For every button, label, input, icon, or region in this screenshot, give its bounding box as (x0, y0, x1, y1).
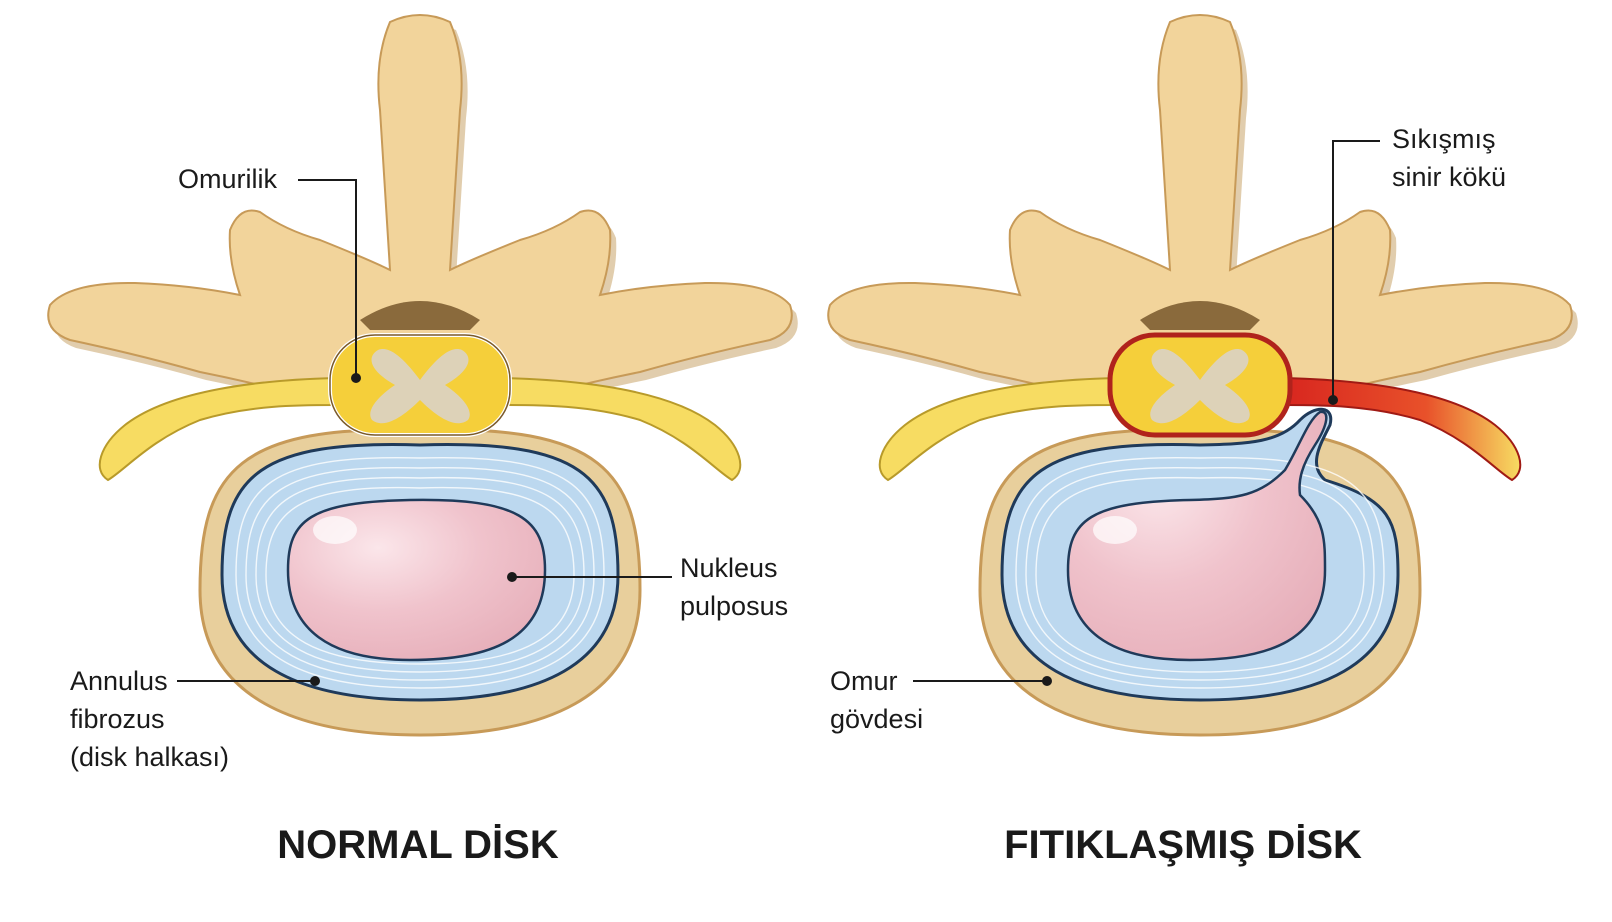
nucleus-pulposus (286, 498, 547, 662)
herniated-disk-illustration (827, 14, 1578, 737)
annulus-rings (235, 456, 605, 689)
vertebral-body-label-line1: Omur (830, 666, 898, 696)
nucleus-label-line1: Nukleus (680, 553, 778, 583)
annulus-label-line2: fibrozus (70, 704, 165, 734)
nucleus-label-line2: pulposus (680, 591, 788, 621)
normal-disk-illustration (47, 14, 798, 737)
label-vertebral-body: Omur gövdesi (830, 666, 1052, 734)
spinal-canal (360, 301, 480, 330)
nerve-root-left-right-panel (878, 376, 1116, 482)
label-spinal-cord: Omurilik (178, 164, 361, 383)
nerve-root-left (98, 376, 336, 482)
herniated-disk-title: FITIKLAŞMIŞ DİSK (1004, 823, 1362, 867)
compressed-nerve-root (1284, 376, 1522, 482)
annulus-label-line3: (disk halkası) (70, 742, 229, 772)
vertebral-body-label-line2: gövdesi (830, 704, 923, 734)
grey-matter-right (1150, 349, 1250, 424)
annulus-rings-right (1015, 456, 1385, 689)
normal-disk-title: NORMAL DİSK (277, 823, 559, 867)
nerve-root-label-line2: sinir kökü (1392, 162, 1506, 192)
label-nerve-root: Sıkışmış sinir kökü (1328, 124, 1506, 405)
label-annulus: Annulus fibrozus (disk halkası) (70, 666, 320, 772)
spinal-canal-right (1140, 301, 1260, 330)
nerve-root-right (504, 376, 742, 482)
herniated-nucleus-pulposus (1066, 410, 1328, 662)
annulus-label-line1: Annulus (70, 666, 168, 696)
label-nucleus: Nukleus pulposus (507, 553, 788, 621)
spinal-cord-label: Omurilik (178, 164, 277, 194)
grey-matter (370, 349, 470, 424)
nerve-root-label-line1: Sıkışmış (1392, 124, 1496, 154)
